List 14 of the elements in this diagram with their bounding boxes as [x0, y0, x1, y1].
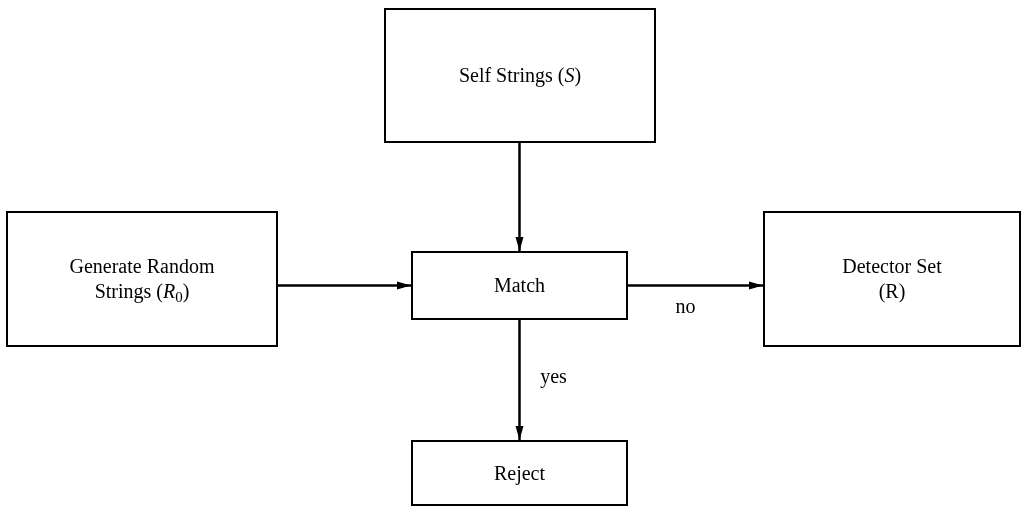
process-box [384, 8, 656, 143]
box-label: Reject [493, 460, 546, 486]
arrow [515, 143, 524, 251]
box-label: Generate Random Strings (R$_{0}$) [68, 254, 216, 304]
box-label: Detector Set (R) [841, 254, 943, 304]
process-box [411, 440, 628, 506]
arrow [628, 281, 763, 290]
process-box [6, 211, 278, 347]
process-box [411, 251, 628, 320]
arrow [515, 320, 524, 440]
arrow [278, 281, 411, 290]
box-label: Match [493, 273, 546, 298]
box-label: Self Strings (S) [458, 63, 582, 88]
process-box [763, 211, 1021, 347]
